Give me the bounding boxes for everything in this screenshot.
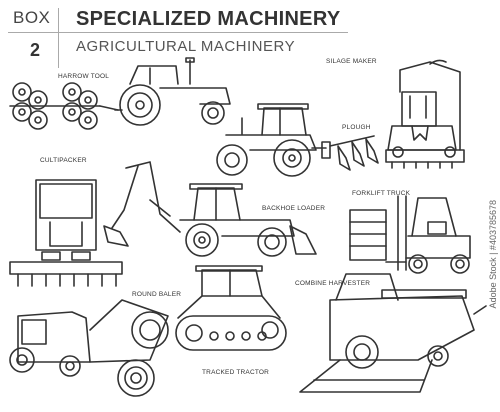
- label-cultipacker: CULTIPACKER: [40, 157, 87, 164]
- label-round-baler: ROUND BALER: [132, 291, 182, 298]
- header-divider-horizontal: [8, 32, 348, 33]
- watermark-text: Adobe Stock | #403785678: [488, 200, 498, 309]
- label-plough: PLOUGH: [342, 124, 371, 131]
- header-divider-vertical: [58, 8, 59, 68]
- box-label: BOX: [13, 8, 51, 27]
- label-combine-harvester: COMBINE HARVESTER: [295, 280, 371, 287]
- label-silage-maker: SILAGE MAKER: [326, 58, 377, 65]
- label-tracked-tractor: TRACKED TRACTOR: [202, 369, 270, 376]
- label-harrow-tool: HARROW TOOL: [58, 73, 110, 80]
- tractor-icon: [114, 57, 231, 126]
- silage-maker-icon: [385, 59, 465, 169]
- combine-harvester-icon: [299, 273, 487, 393]
- big-tractor-icon: [216, 103, 327, 177]
- backhoe-arm-icon: [103, 161, 181, 247]
- box-number: 2: [30, 40, 41, 60]
- label-backhoe-loader: BACKHOE LOADER: [262, 205, 326, 212]
- page-subtitle: AGRICULTURAL MACHINERY: [76, 38, 296, 55]
- plough-icon: [321, 135, 379, 171]
- page-title: SPECIALIZED MACHINERY: [76, 8, 341, 30]
- cultipacker-icon: [9, 179, 123, 287]
- tracked-tractor-icon: [175, 265, 287, 351]
- backhoe-loader-icon: [179, 183, 317, 257]
- forklift-truck-icon: [349, 195, 471, 274]
- label-forklift-truck: FORKLIFT TRUCK: [352, 190, 411, 197]
- harrow-tool-icon: [9, 82, 119, 130]
- round-baler-icon: [9, 299, 169, 397]
